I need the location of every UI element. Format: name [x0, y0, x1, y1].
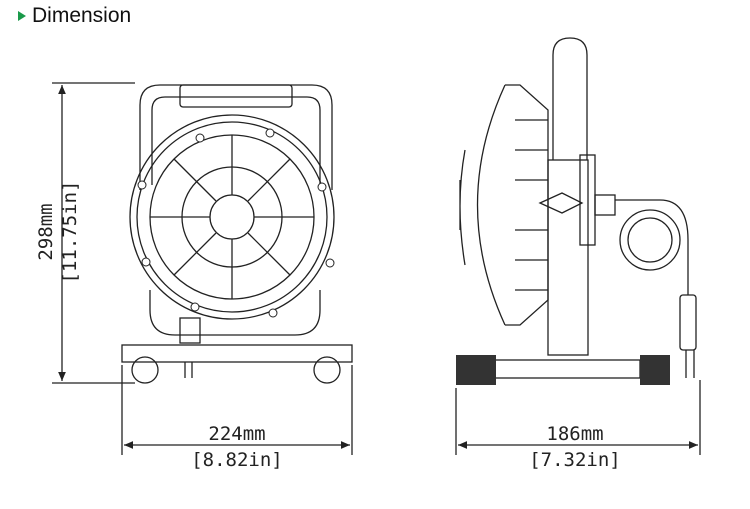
side-view [456, 37, 697, 385]
section-title: Dimension [18, 4, 131, 28]
height-mm-label: 298mm [35, 203, 57, 260]
triangle-bullet-icon [18, 11, 26, 21]
width-in-label: [8.82in] [191, 449, 283, 471]
depth-in-label: [7.32in] [529, 449, 621, 471]
width-mm-label: 224mm [208, 423, 265, 445]
title-text: Dimension [32, 4, 132, 27]
depth-mm-label: 186mm [546, 423, 603, 445]
front-view [121, 84, 353, 384]
height-in-label: [11.75in] [59, 181, 81, 284]
dimension-lines [52, 82, 701, 455]
